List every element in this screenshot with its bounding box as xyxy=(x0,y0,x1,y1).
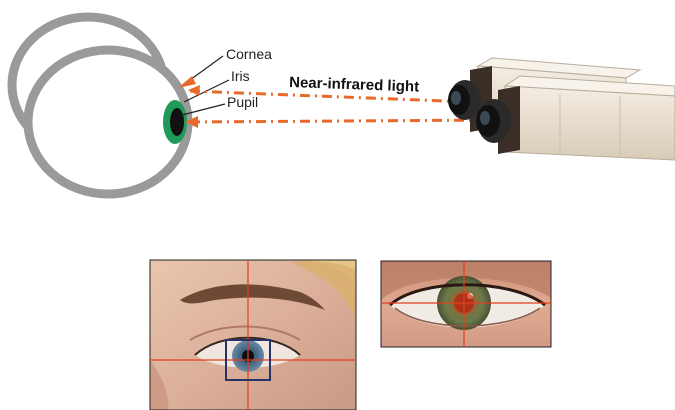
pupil-label: Pupil xyxy=(227,94,258,110)
infrared-camera-icon xyxy=(448,58,675,160)
cornea-label: Cornea xyxy=(226,46,272,62)
anatomy-labels: Cornea Iris Pupil xyxy=(178,46,272,115)
near-infrared-light-label: Near-infrared light xyxy=(289,74,420,96)
pupil-shape xyxy=(170,108,184,136)
iris-label: Iris xyxy=(231,68,250,84)
face-eye-photo xyxy=(150,260,356,410)
beam-arrow-icon xyxy=(188,85,200,96)
eyeball-cross-section-icon xyxy=(12,17,188,194)
